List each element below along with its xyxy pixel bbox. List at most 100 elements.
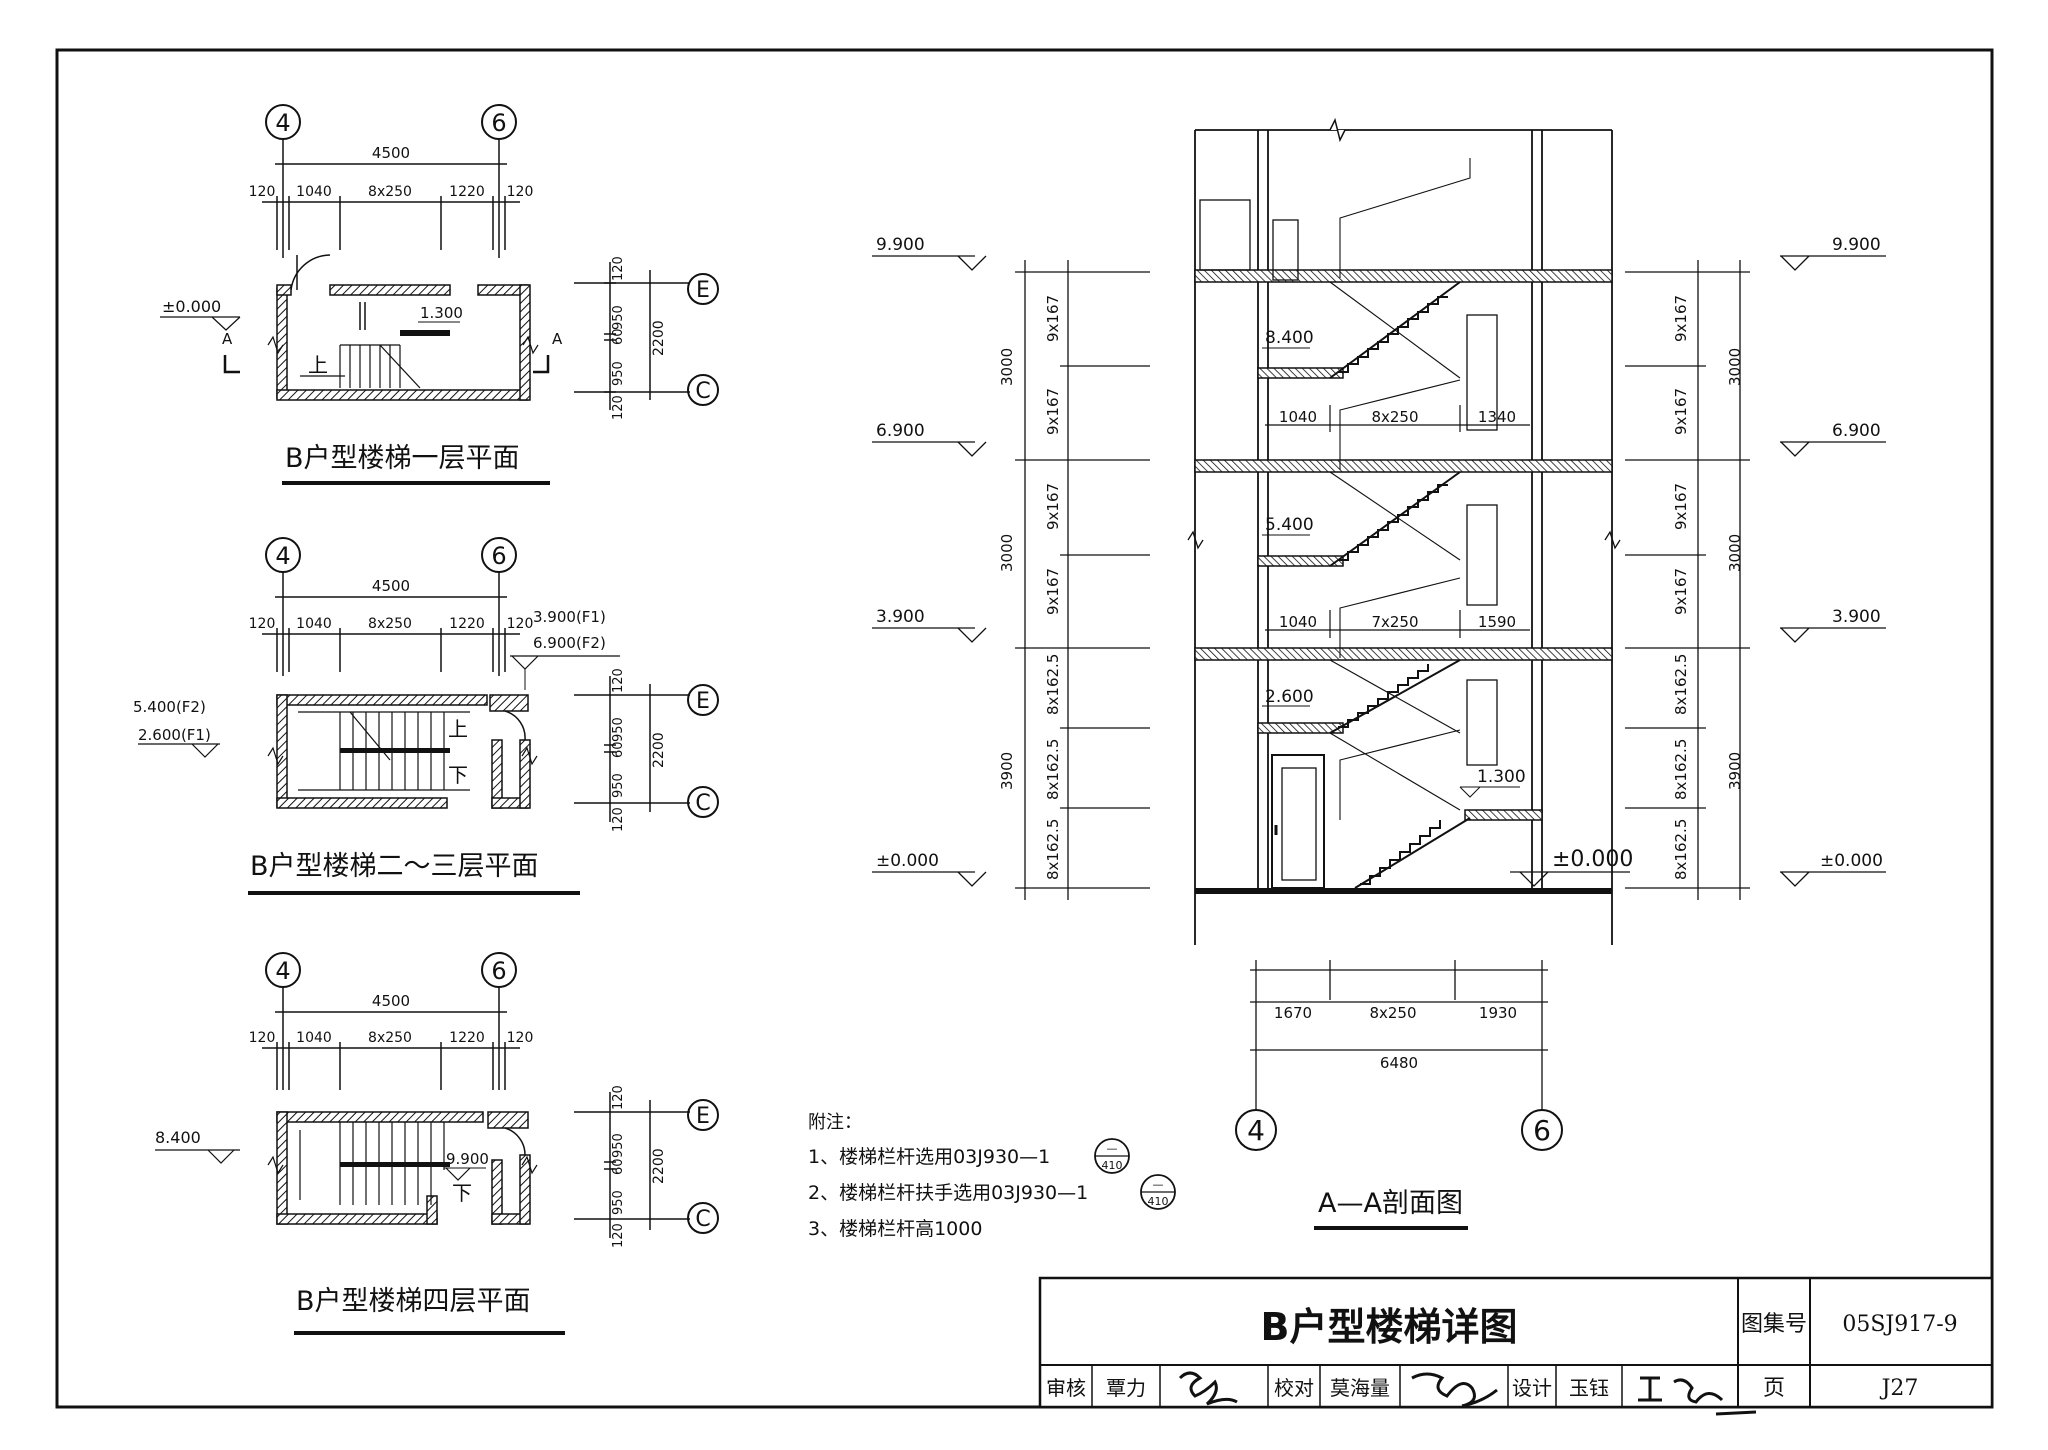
dimension-text: 9x167	[1044, 568, 1062, 615]
dimension-text: 9x167	[1044, 295, 1062, 342]
stair-direction: 上	[448, 717, 468, 741]
axis-label: C	[695, 791, 710, 816]
dimension-text: 4500	[372, 577, 410, 595]
notes-heading: 附注：	[808, 1112, 862, 1133]
axis-label: 6	[491, 957, 506, 985]
axis-label: 4	[275, 542, 290, 570]
level-text: 2.600	[1265, 687, 1314, 707]
dimension-text: 60	[611, 741, 626, 758]
dimension-text: 9x167	[1044, 483, 1062, 530]
dimension-text: 8x162.5	[1044, 739, 1062, 800]
level-text: 5.400(F2)	[133, 698, 206, 716]
dimension-text: 950	[611, 361, 626, 386]
level-text: 9.900	[1832, 235, 1881, 255]
dimension-text: 3000	[1726, 348, 1744, 386]
axis-label: C	[695, 1207, 710, 1232]
level-text: 3.900	[1832, 607, 1881, 627]
ref-bottom: 410	[1148, 1195, 1169, 1208]
axis-label: E	[696, 1104, 710, 1129]
dimension-text: 120	[249, 1030, 276, 1046]
dimension-text: 120	[249, 616, 276, 632]
section-title: A—A剖面图	[1318, 1188, 1463, 1219]
dimension-text: 4500	[372, 992, 410, 1010]
axis-label: 4	[275, 109, 290, 137]
axis-label: 4	[275, 957, 290, 985]
signature-design	[1638, 1376, 1757, 1416]
dimension-text: 8x250	[368, 1030, 412, 1046]
axis-label: E	[696, 689, 710, 714]
detail-reference-symbol: — 410	[1094, 1138, 1130, 1174]
stair-wall	[329, 284, 451, 296]
axis-label: E	[696, 278, 710, 303]
level-text: 6.900	[876, 421, 925, 441]
dimension-text: 1040	[1279, 408, 1317, 426]
dimension-text: 1670	[1274, 1004, 1312, 1022]
dimension-text: 1220	[449, 616, 485, 632]
dimension-text: 8x162.5	[1672, 739, 1690, 800]
check-name: 莫海量	[1330, 1376, 1390, 1400]
dimension-text: 8x250	[368, 616, 412, 632]
level-text: 6.900	[1832, 421, 1881, 441]
level-text: ±0.000	[876, 851, 939, 871]
dimension-text: 950	[611, 1133, 626, 1158]
dimension-text: 120	[611, 395, 626, 420]
dimension-text: 120	[507, 1030, 534, 1046]
ref-top: —	[1153, 1178, 1164, 1191]
level-text: ±0.000	[1552, 847, 1633, 872]
title-block: B户型楼梯详图 图集号 05SJ917-9 页 J27 审核 覃力 校对 莫海量…	[1038, 1276, 1994, 1416]
ref-top: —	[1107, 1142, 1118, 1155]
sheet-border	[55, 48, 1994, 1409]
detail-reference-symbol: — 410	[1140, 1174, 1176, 1210]
plan-second-third-floor: 4 6 4500 120 1040 8x250 1220 120	[133, 537, 719, 895]
level-text: ±0.000	[1820, 851, 1883, 871]
dimension-text: 3000	[998, 534, 1016, 572]
level-text: 3.900	[876, 607, 925, 627]
dimension-text: 950	[611, 1190, 626, 1215]
dimension-text: 3000	[1726, 534, 1744, 572]
atlas-label: 图集号	[1741, 1312, 1807, 1337]
level-text: 3.900(F1)	[533, 608, 606, 626]
dimension-text: 6480	[1380, 1054, 1418, 1072]
level-text: 9.900	[446, 1150, 489, 1168]
dimension-text: 9x167	[1672, 483, 1690, 530]
dimension-text: 8x250	[368, 184, 412, 200]
dimension-text: 60	[611, 1158, 626, 1175]
level-text: ±0.000	[162, 297, 221, 316]
atlas-number: 05SJ917-9	[1842, 1312, 1957, 1337]
dimension-text: 1040	[1279, 613, 1317, 631]
dimension-text: 9x167	[1044, 388, 1062, 435]
dimension-text: 8x162.5	[1044, 654, 1062, 715]
dimension-text: 3900	[998, 752, 1016, 790]
dimension-text: 2200	[651, 1148, 667, 1184]
dimension-text: 120	[611, 256, 626, 281]
dimension-text: 2200	[651, 320, 667, 356]
dimension-text: 9x167	[1672, 295, 1690, 342]
dimension-text: 1040	[296, 1030, 332, 1046]
design-name: 玉钰	[1569, 1376, 1609, 1400]
axis-label: 4	[1247, 1114, 1265, 1147]
signature-check	[1411, 1372, 1498, 1408]
dimension-text: 120	[611, 807, 626, 832]
level-text: 1.300	[1477, 767, 1526, 787]
dimension-text: 9x167	[1672, 388, 1690, 435]
stair-direction: 上	[308, 353, 328, 377]
section-mark: A	[222, 330, 233, 348]
level-text: 6.900(F2)	[533, 634, 606, 652]
dimension-text: 1590	[1478, 613, 1516, 631]
level-text: 8.400	[155, 1128, 201, 1147]
dimension-text: 3000	[998, 348, 1016, 386]
notes: 附注： 1、楼梯栏杆选用03J930—1 2、楼梯栏杆扶手选用03J930—1 …	[808, 1112, 1176, 1240]
door	[1271, 754, 1325, 889]
dimension-text: 120	[611, 668, 626, 693]
dimension-text: 120	[249, 184, 276, 200]
section-mark: A	[552, 330, 563, 348]
review-label: 审核	[1046, 1376, 1086, 1400]
dimension-text: 1220	[449, 1030, 485, 1046]
dimension-text: 950	[611, 305, 626, 330]
review-name: 覃力	[1106, 1376, 1146, 1400]
level-text: 1.300	[420, 304, 463, 322]
drawing-title: B户型楼梯详图	[1261, 1305, 1518, 1349]
dimension-text: 8x162.5	[1672, 654, 1690, 715]
axis-label: 6	[491, 542, 506, 570]
dimension-text: 1220	[449, 184, 485, 200]
